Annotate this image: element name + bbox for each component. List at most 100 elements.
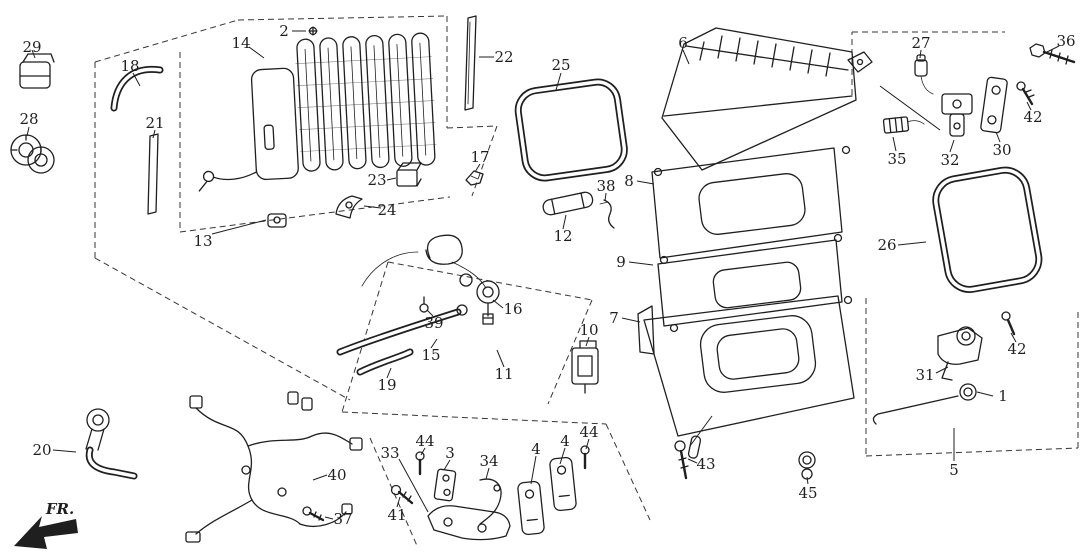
part-label-14: 14 (231, 34, 250, 52)
part-30-bracket (980, 76, 1008, 134)
part-label-44-b: 44 (579, 423, 598, 441)
fr-label: FR. (45, 500, 74, 518)
part-label-25: 25 (551, 56, 570, 74)
part-21-seal-strip (147, 133, 159, 215)
part-10-bracket (571, 340, 599, 394)
part-label-28: 28 (19, 110, 38, 128)
part-label-36: 36 (1056, 32, 1075, 50)
fr-direction-arrow: FR. (14, 500, 78, 549)
part-label-15: 15 (421, 346, 440, 364)
part-label-1: 1 (998, 387, 1008, 405)
part-39-clamp (419, 296, 429, 313)
part-label-6: 6 (678, 34, 688, 52)
part-label-4-b: 4 (560, 432, 570, 450)
part-label-10: 10 (579, 321, 598, 339)
part-label-21: 21 (145, 114, 164, 132)
part-24-bracket (267, 195, 363, 228)
part-label-17: 17 (470, 148, 489, 166)
part-label-23: 23 (367, 171, 386, 189)
group-boundaries (94, 15, 1079, 549)
part-label-34: 34 (479, 452, 498, 470)
part-37-screw (302, 506, 325, 522)
part-16-expansion-valve (361, 234, 500, 325)
part-27-sensor (914, 54, 934, 95)
part-12-pipe-fitting (542, 191, 594, 216)
part-label-31: 31 (915, 366, 934, 384)
part-19-hose (356, 348, 414, 376)
part-label-32: 32 (940, 151, 959, 169)
leader-lines (26, 30, 1060, 520)
part-label-29: 29 (22, 38, 41, 56)
part-32-plate (941, 93, 973, 137)
housing-mid-case (651, 145, 851, 259)
part-15-hose (336, 304, 468, 356)
part-label-24: 24 (377, 201, 396, 219)
part-label-26: 26 (877, 236, 896, 254)
part-3-bracket (433, 468, 457, 502)
part-42-screw-upper (1016, 81, 1035, 106)
part-36-bolt (1029, 43, 1076, 65)
part-label-40: 40 (327, 466, 346, 484)
part-label-42-b: 42 (1007, 340, 1026, 358)
part-41-bolt (390, 484, 414, 505)
part-22-seal-strip (464, 15, 477, 111)
part-label-39: 39 (424, 314, 443, 332)
part-1-grommet (959, 383, 977, 401)
part-label-35: 35 (887, 150, 906, 168)
part-42-screw-lower (1001, 311, 1016, 336)
part-label-38: 38 (596, 177, 615, 195)
part-20-pipe (85, 408, 138, 480)
part-label-12: 12 (553, 227, 572, 245)
part-31-bracket (937, 326, 983, 381)
part-label-16: 16 (503, 300, 522, 318)
part-label-2: 2 (279, 22, 289, 40)
part-label-22: 22 (494, 48, 513, 66)
part-label-43: 43 (696, 455, 715, 473)
part-26-seal (932, 166, 1043, 293)
part-4-bracket-right (549, 456, 577, 512)
part-44-screw-right (580, 445, 590, 470)
part-label-4-a: 4 (531, 440, 541, 458)
evaporator-core (198, 32, 437, 192)
part-label-37: 37 (333, 510, 352, 528)
part-label-3: 3 (445, 444, 455, 462)
part-label-19: 19 (377, 376, 396, 394)
part-18-hose (110, 65, 164, 112)
part-29-connector (19, 53, 55, 89)
part-25-seal (514, 78, 628, 182)
part-label-30: 30 (992, 141, 1011, 159)
part-label-33: 33 (380, 444, 399, 462)
part-40-wiring-harness (185, 391, 363, 543)
callout-labels: 29 18 14 2 22 25 6 27 36 28 21 42 35 32 … (19, 22, 1075, 528)
housing-lower-mid-case (657, 233, 843, 327)
part-label-7: 7 (609, 309, 619, 327)
housing-upper-case (661, 27, 873, 171)
part-44-screw-left (415, 451, 425, 476)
part-label-44-a: 44 (415, 432, 434, 450)
core-fins (295, 56, 437, 152)
part-2-screw (308, 26, 318, 36)
part-label-45: 45 (798, 484, 817, 502)
part-43-screw (674, 440, 689, 480)
part-35-connector (882, 116, 925, 134)
part-label-18: 18 (120, 57, 139, 75)
part-label-20: 20 (32, 441, 51, 459)
part-label-9: 9 (616, 253, 626, 271)
part-4-bracket-left (517, 480, 545, 536)
part-34-lever (479, 478, 502, 525)
part-33-mounting-bracket (427, 505, 511, 541)
part-label-41: 41 (387, 506, 406, 524)
part-label-27: 27 (911, 34, 930, 52)
part-45-nut (798, 451, 816, 480)
part-28-grommets (10, 134, 55, 174)
housing-bottom-case (637, 295, 855, 459)
part-23-block (396, 162, 422, 187)
part-5-rod (872, 395, 959, 425)
part-label-8: 8 (624, 172, 634, 190)
part-38-clip (599, 199, 615, 229)
part-17-clip (465, 170, 484, 186)
part-label-5: 5 (949, 461, 959, 479)
part-label-42-a: 42 (1023, 108, 1042, 126)
